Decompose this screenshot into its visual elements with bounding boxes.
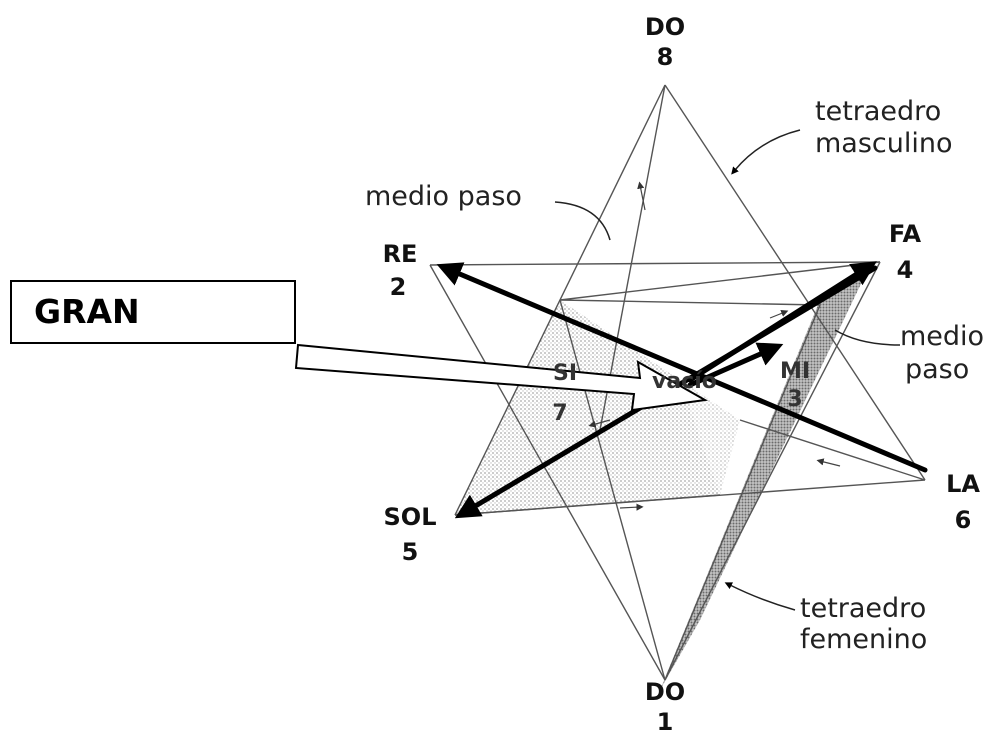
edge-back-left [559, 299, 666, 681]
callout-femenino-line1: tetraedro [800, 593, 926, 624]
note-mi-num: 3 [787, 387, 802, 412]
callout-medio-paso-right-line2: paso [905, 354, 969, 385]
edge-arrow [769, 309, 789, 319]
shaded-faces [455, 265, 870, 690]
note-labels: DO 8 RE 2 FA 4 MI 3 SI 7 SOL 5 LA 6 DO 1 [383, 13, 981, 736]
note-si-num: 7 [552, 401, 567, 426]
edge-arrow [637, 181, 646, 211]
leader-medio-paso-right [834, 329, 901, 346]
edge-arrows [588, 181, 841, 511]
note-do-top-num: 8 [657, 43, 674, 71]
arrow-to-fa [687, 261, 877, 383]
edge-sol-mid [454, 494, 721, 516]
shaded-face-center [560, 300, 740, 495]
arrow-to-mi [687, 342, 784, 388]
tetrahedron-feminine [429, 261, 926, 681]
note-re-num: 2 [390, 273, 407, 301]
edge-arrow [816, 458, 841, 467]
callout-leaders [554, 129, 901, 611]
callout-masculino-line1: tetraedro [815, 96, 941, 127]
note-do-top-name: DO [645, 13, 685, 41]
edge-do8-la [664, 84, 926, 481]
edge-mi-do1 [664, 304, 821, 681]
note-sol-name: SOL [384, 503, 437, 531]
leader-femenino [724, 582, 796, 611]
callout-center-word: vacío [652, 369, 717, 394]
note-fa-num: 4 [897, 256, 914, 284]
edge-back-top [559, 261, 881, 301]
edge-re-fa [429, 261, 881, 266]
callout-femenino-line2: femenino [800, 624, 927, 655]
callout-masculino-line2: masculino [815, 128, 953, 159]
edge-re-do1 [429, 264, 666, 681]
callout-medio-paso-left: medio paso [365, 181, 522, 212]
arrow-la-to-re [436, 262, 928, 473]
note-re-name: RE [383, 240, 418, 268]
note-do-bottom-name: DO [645, 678, 685, 706]
callout-medio-paso-right-line1: medio [900, 321, 984, 352]
edge-do8-mid [599, 84, 666, 431]
edge-back-right [559, 299, 821, 306]
note-mi-name: MI [780, 359, 810, 384]
bold-arrows [436, 261, 928, 519]
callout-texts: tetraedro masculino medio paso medio pas… [365, 96, 984, 655]
note-fa-name: FA [889, 220, 922, 248]
note-la-name: LA [946, 470, 980, 498]
edge-mi-la [739, 419, 926, 481]
note-si-name: SI [553, 361, 577, 386]
shaded-face-left [455, 300, 720, 515]
gran-label-text: GRAN [34, 292, 140, 331]
leader-medio-paso-left [554, 201, 611, 241]
gran-label-box: GRAN [10, 280, 296, 344]
note-do-bottom-num: 1 [657, 708, 674, 736]
note-la-num: 6 [955, 506, 972, 534]
hollow-pointer-arrow [294, 343, 709, 412]
edge-fa-do1 [664, 261, 881, 681]
note-sol-num: 5 [402, 538, 419, 566]
shaded-face-dark [660, 265, 870, 690]
edge-arrow [619, 503, 644, 511]
edge-arrow [588, 419, 611, 428]
leader-masculino [731, 129, 801, 175]
